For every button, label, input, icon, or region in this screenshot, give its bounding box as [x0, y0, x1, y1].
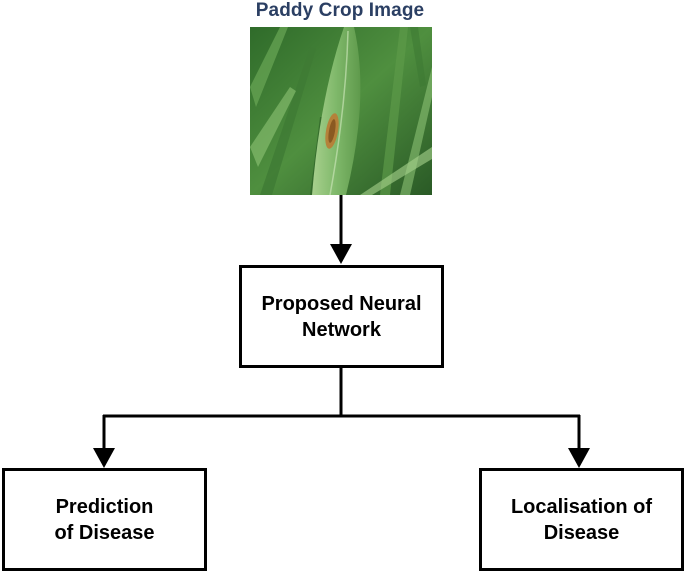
prediction-label: Prediction of Disease	[54, 495, 155, 544]
paddy-crop-photo	[250, 27, 432, 195]
arrowhead-network	[330, 244, 352, 264]
prediction-box: Prediction of Disease	[2, 468, 207, 571]
neural-network-label: Proposed Neural Network	[261, 292, 422, 341]
localisation-label: Localisation of Disease	[510, 495, 653, 544]
arrowhead-localisation	[568, 448, 590, 468]
image-title: Paddy Crop Image	[255, 0, 425, 21]
neural-network-box: Proposed Neural Network	[239, 265, 444, 368]
localisation-box: Localisation of Disease	[479, 468, 684, 571]
arrowhead-prediction	[93, 448, 115, 468]
